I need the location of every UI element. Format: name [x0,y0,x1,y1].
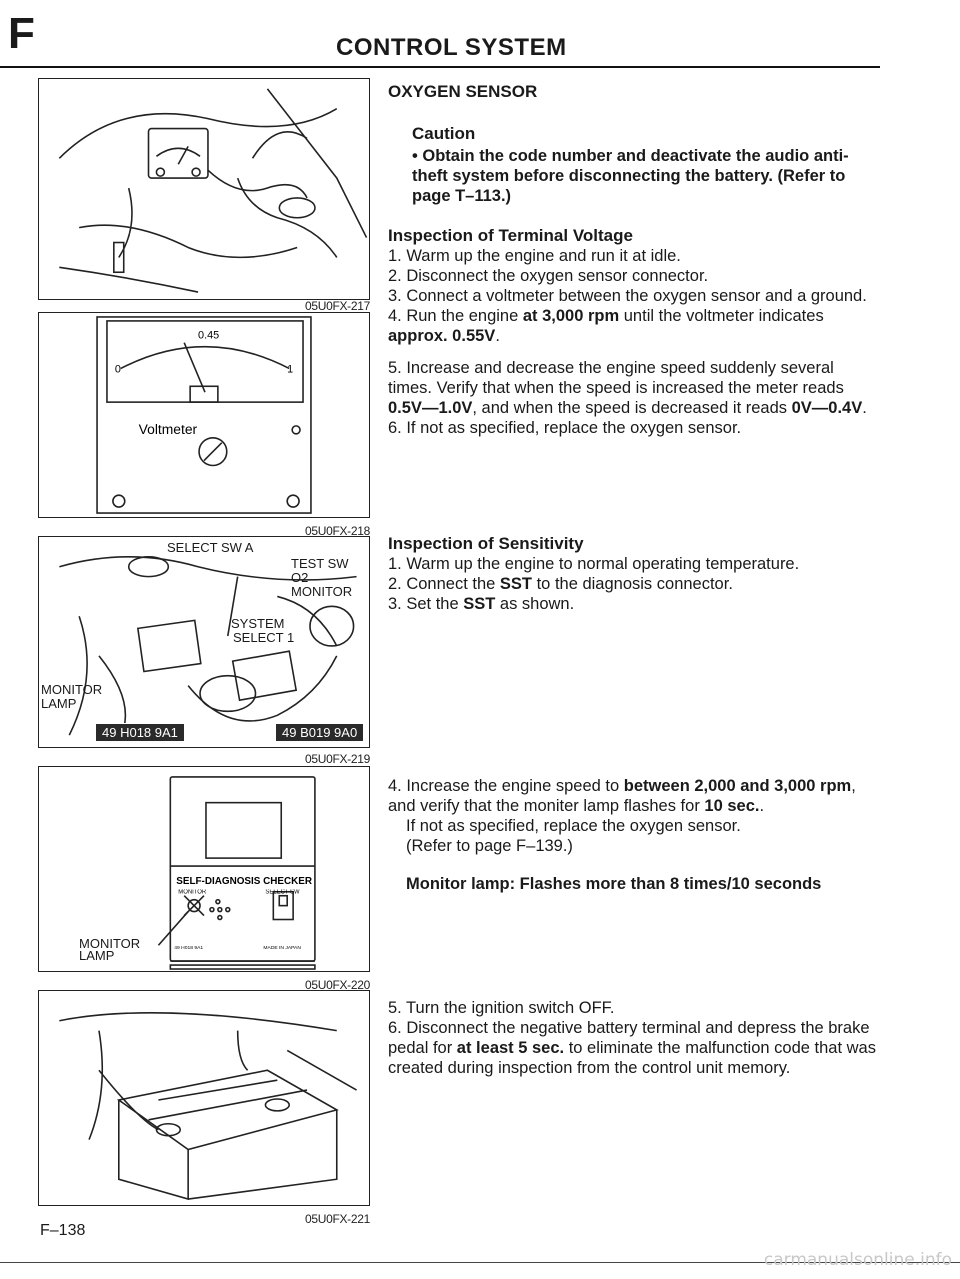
voltage-heading: Inspection of Terminal Voltage [388,226,633,245]
scale-label-045: 0.45 [198,330,219,342]
figure-voltmeter: 0.45 0 1 Voltmeter [38,312,370,518]
voltage-step-2: 2. Disconnect the oxygen sensor connecto… [388,267,709,285]
checker-select-sw-label: SELECT SW [265,890,300,896]
body-text: OXYGEN SENSOR Caution • Obtain the code … [388,76,878,1077]
page-title: CONTROL SYSTEM [336,34,567,61]
scale-label-0: 0 [115,363,121,375]
tag-49-b019-9a0: 49 B019 9A0 [275,723,365,742]
section-letter: F [8,9,35,58]
figure-battery [38,990,370,1206]
figure-id: 05U0FX-221 [304,1212,370,1226]
figure-self-diagnosis-checker: SELF-DIAGNOSIS CHECKER MONITOR SELECT SW… [38,766,370,972]
sensitivity-heading: Inspection of Sensitivity [388,534,584,553]
checker-part-number: 49 H018 9A1 [174,945,203,951]
checker-illustration: SELF-DIAGNOSIS CHECKER MONITOR SELECT SW… [157,776,316,970]
sensitivity-step-6: 6. Disconnect the negative battery termi… [388,1019,876,1077]
sensitivity-step-2: 2. Connect the SST to the diagnosis conn… [388,575,733,593]
figure-id: 05U0FX-217 [304,299,370,313]
voltmeter-illustration: 0.45 0 1 Voltmeter [96,316,312,514]
label-select-1: SELECT 1 [233,630,295,645]
voltage-step-4: 4. Run the engine at 3,000 rpm until the… [388,307,824,345]
header-rule [0,66,880,68]
checker-made-in-japan: MADE IN JAPAN [263,945,301,951]
voltage-step-5: 5. Increase and decrease the engine spee… [388,359,867,417]
section-heading: OXYGEN SENSOR [388,82,538,101]
checker-title: SELF-DIAGNOSIS CHECKER [176,876,312,887]
figure-id: 05U0FX-219 [304,752,370,766]
sensitivity-step-1: 1. Warm up the engine to normal operatin… [388,555,800,573]
figure-id: 05U0FX-218 [304,524,370,538]
label-lamp: LAMP [79,948,115,963]
label-monitor: MONITOR [79,936,141,951]
watermark: carmanualsonline.info [763,1250,952,1270]
tag-49-h018-9a1: 49 H018 9A1 [95,723,185,742]
label-select-sw-a: SELECT SW A [167,540,254,555]
checker-monitor-label: MONITOR [178,890,207,896]
figure-id: 05U0FX-220 [304,978,370,992]
figure-sst-connection: SELECT SW A TEST SW O2 MONITOR SYSTEM SE… [38,536,370,748]
scale-label-1: 1 [287,363,293,375]
engine-voltmeter-illustration [58,88,368,293]
voltage-step-3: 3. Connect a voltmeter between the oxyge… [388,287,867,305]
footer-rule [0,1262,960,1263]
battery-illustration [59,1012,357,1201]
label-lamp: LAMP [41,696,77,711]
label-monitor: MONITOR [41,682,103,697]
voltage-step-1: 1. Warm up the engine and run it at idle… [388,247,681,265]
sst-connection-illustration [59,556,357,741]
figure-engine-voltmeter [38,78,370,300]
sensitivity-step-3: 3. Set the SST as shown. [388,595,575,613]
sensitivity-step-4: 4. Increase the engine speed to between … [388,777,856,815]
voltmeter-label: Voltmeter [139,421,198,437]
sensitivity-step-5: 5. Turn the ignition switch OFF. [388,999,615,1017]
label-system: SYSTEM [231,616,285,631]
caution-title: Caution [412,124,476,143]
voltage-step-6: 6. If not as specified, replace the oxyg… [388,419,742,437]
label-test-sw: TEST SW [291,556,349,571]
sensitivity-step-4-note: If not as specified, replace the oxygen … [406,817,741,835]
sensitivity-step-4-ref: (Refer to page F–139.) [406,837,573,855]
label-o2-monitor: O2 MONITOR [291,570,353,599]
page-number: F–138 [40,1222,86,1239]
monitor-lamp-spec: Monitor lamp: Flashes more than 8 times/… [406,875,822,893]
caution-text: • Obtain the code number and deactivate … [412,147,849,205]
